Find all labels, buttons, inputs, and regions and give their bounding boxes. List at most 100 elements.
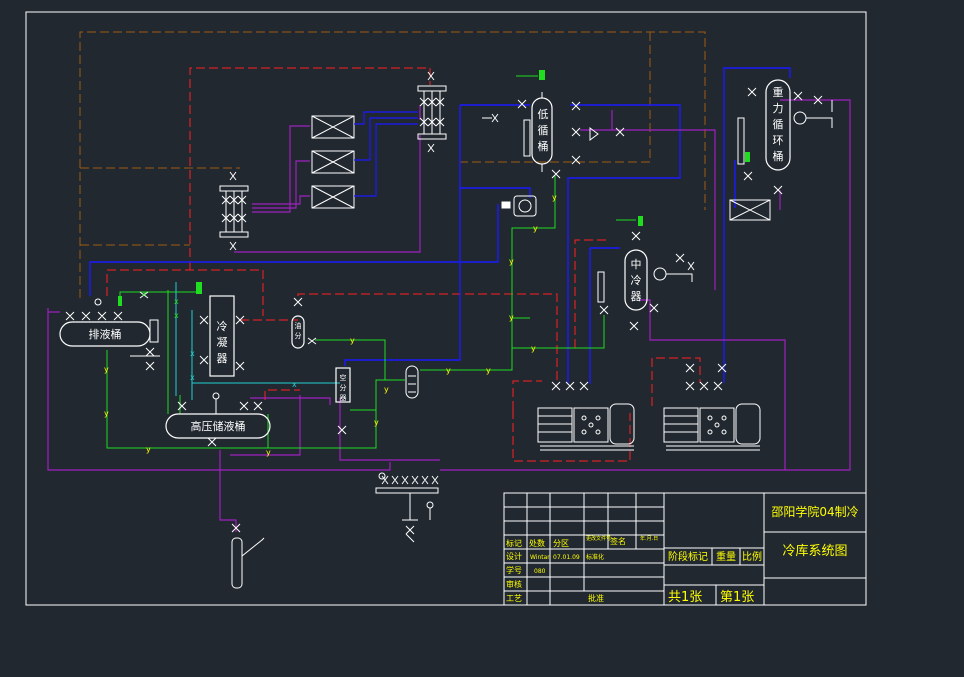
student-id-label: 学号 bbox=[506, 565, 522, 575]
drawing-frame bbox=[25, 11, 867, 606]
standardize-label: 标准化 bbox=[586, 553, 604, 561]
pressure-gauge-icon bbox=[653, 267, 667, 281]
air-separator-label-1: 空 bbox=[340, 373, 347, 382]
title-block bbox=[503, 492, 867, 606]
compressor-unit bbox=[663, 363, 761, 451]
return-manifold bbox=[219, 171, 249, 251]
low-pressure-vessel-label-2: 循 bbox=[538, 124, 549, 137]
air-separator-label-3: 器 bbox=[340, 394, 347, 402]
condenser-label-1: 冷 bbox=[217, 320, 228, 333]
valve-manifolds bbox=[219, 71, 447, 543]
condenser-label-3: 器 bbox=[217, 352, 228, 365]
zone-label: 分区 bbox=[553, 539, 569, 548]
air-separator: 空 分 器 bbox=[335, 367, 351, 435]
title-block-text: 邵阳学院04制冷 冷库系统图 标记 处数 分区 更改文件号 签名 年.月.日 设… bbox=[506, 504, 859, 605]
gravity-vessel-label-5: 桶 bbox=[773, 149, 784, 163]
safety-valve-icon bbox=[638, 216, 643, 226]
evaporator-coil bbox=[311, 185, 355, 209]
blue-pipe-network bbox=[89, 67, 791, 384]
marker-y: y bbox=[486, 366, 491, 375]
pressure-gauge-icon bbox=[793, 111, 807, 125]
marker-x: x bbox=[292, 380, 297, 389]
scale-label: 比例 bbox=[742, 550, 762, 563]
level-gauge-icon bbox=[737, 117, 745, 165]
liquid-distribution-manifold bbox=[417, 71, 447, 153]
sheets-total-label: 共1张 bbox=[668, 590, 702, 605]
oil-separator-label-2: 分 bbox=[295, 331, 302, 340]
gravity-vessel-label-2: 力 bbox=[773, 102, 784, 115]
drain-vessel: 排液桶 bbox=[59, 296, 160, 371]
marker-x: x bbox=[190, 373, 195, 382]
approve-label: 批准 bbox=[588, 593, 604, 603]
process-label: 工艺 bbox=[506, 594, 522, 603]
intermediate-cooler-label-1: 中 bbox=[631, 258, 642, 271]
marker-y: y bbox=[552, 193, 557, 202]
evaporator-group bbox=[311, 115, 771, 221]
marker-x: x bbox=[174, 311, 179, 320]
gravity-vessel-label-1: 重 bbox=[773, 85, 784, 99]
evaporator-supply-lines bbox=[354, 111, 418, 197]
cyan-pipe-network bbox=[175, 282, 340, 400]
condenser: 冷 凝 器 bbox=[139, 282, 245, 377]
intermediate-cooler-label-2: 冷 bbox=[631, 274, 642, 287]
red-pipe-network bbox=[106, 67, 701, 462]
change-doc-label: 更改文件号 bbox=[586, 535, 611, 542]
evaporator-coil bbox=[729, 199, 771, 221]
marker-x: x bbox=[190, 349, 195, 358]
marker-y: y bbox=[146, 445, 151, 454]
design-label: 设计 bbox=[506, 551, 522, 561]
gravity-vessel-label-3: 循 bbox=[773, 118, 784, 131]
gravity-circulation-vessel: 重 力 循 环 桶 bbox=[737, 79, 833, 195]
bottom-charge-manifold bbox=[375, 472, 439, 543]
filter-vessel bbox=[405, 365, 419, 399]
review-label: 审核 bbox=[506, 579, 522, 589]
date-label: 年.月.日 bbox=[640, 535, 658, 542]
marker-y: y bbox=[104, 409, 109, 418]
weight-label: 重量 bbox=[716, 550, 736, 563]
intermediate-cooler: 中 冷 器 bbox=[597, 216, 695, 331]
air-separator-label-2: 分 bbox=[340, 383, 347, 392]
marker-y: y bbox=[384, 385, 389, 394]
level-gauge-icon bbox=[523, 119, 531, 157]
count-label: 处数 bbox=[529, 538, 545, 548]
evaporator-coil bbox=[311, 150, 355, 174]
hp-receiver-label: 高压储液桶 bbox=[191, 419, 246, 433]
pipe-markers: y y y y y y y y y y y y y y x x x x x x bbox=[104, 193, 557, 457]
oil-separator: 油 分 bbox=[291, 297, 317, 349]
sheet-no-label: 第1张 bbox=[720, 590, 754, 605]
safety-valve-icon bbox=[539, 70, 545, 80]
low-pressure-vessel: 低 循 桶 bbox=[482, 70, 625, 179]
marker-y: y bbox=[446, 366, 451, 375]
student-id-value: 080 bbox=[534, 568, 546, 575]
oil-separator-label-1: 油 bbox=[295, 321, 302, 330]
marker-y: y bbox=[509, 313, 514, 322]
drain-vessel-label: 排液桶 bbox=[89, 327, 122, 341]
drawing-title: 冷库系统图 bbox=[782, 543, 847, 559]
evaporator-coil bbox=[311, 115, 355, 139]
marker-x: x bbox=[174, 297, 179, 306]
marker-y: y bbox=[350, 336, 355, 345]
level-gauge-icon bbox=[597, 271, 605, 303]
school-label: 邵阳学院04制冷 bbox=[771, 504, 858, 519]
marker-x: x bbox=[142, 289, 147, 298]
low-pressure-vessel-label-1: 低 bbox=[538, 108, 549, 121]
low-pressure-vessel-label-3: 桶 bbox=[538, 139, 549, 153]
charging-cylinder bbox=[231, 523, 265, 589]
marker-y: y bbox=[533, 224, 538, 233]
design-date-value: 07.01.09 bbox=[553, 554, 580, 561]
marker-y: y bbox=[509, 257, 514, 266]
condenser-label-2: 凝 bbox=[217, 335, 228, 349]
purple-pipe-network bbox=[47, 99, 851, 532]
stage-mark-label: 阶段标记 bbox=[668, 550, 708, 563]
marker-y: y bbox=[531, 344, 536, 353]
marker-y: y bbox=[266, 448, 271, 457]
designer-value: Wintar bbox=[530, 554, 550, 561]
signature-label: 签名 bbox=[610, 536, 626, 546]
brown-pipe-network bbox=[79, 31, 706, 298]
refrigerant-pump bbox=[501, 195, 537, 217]
compressor-unit bbox=[537, 381, 635, 451]
mark-label: 标记 bbox=[506, 538, 522, 548]
marker-y: y bbox=[374, 418, 379, 427]
gravity-vessel-label-4: 环 bbox=[773, 134, 784, 147]
